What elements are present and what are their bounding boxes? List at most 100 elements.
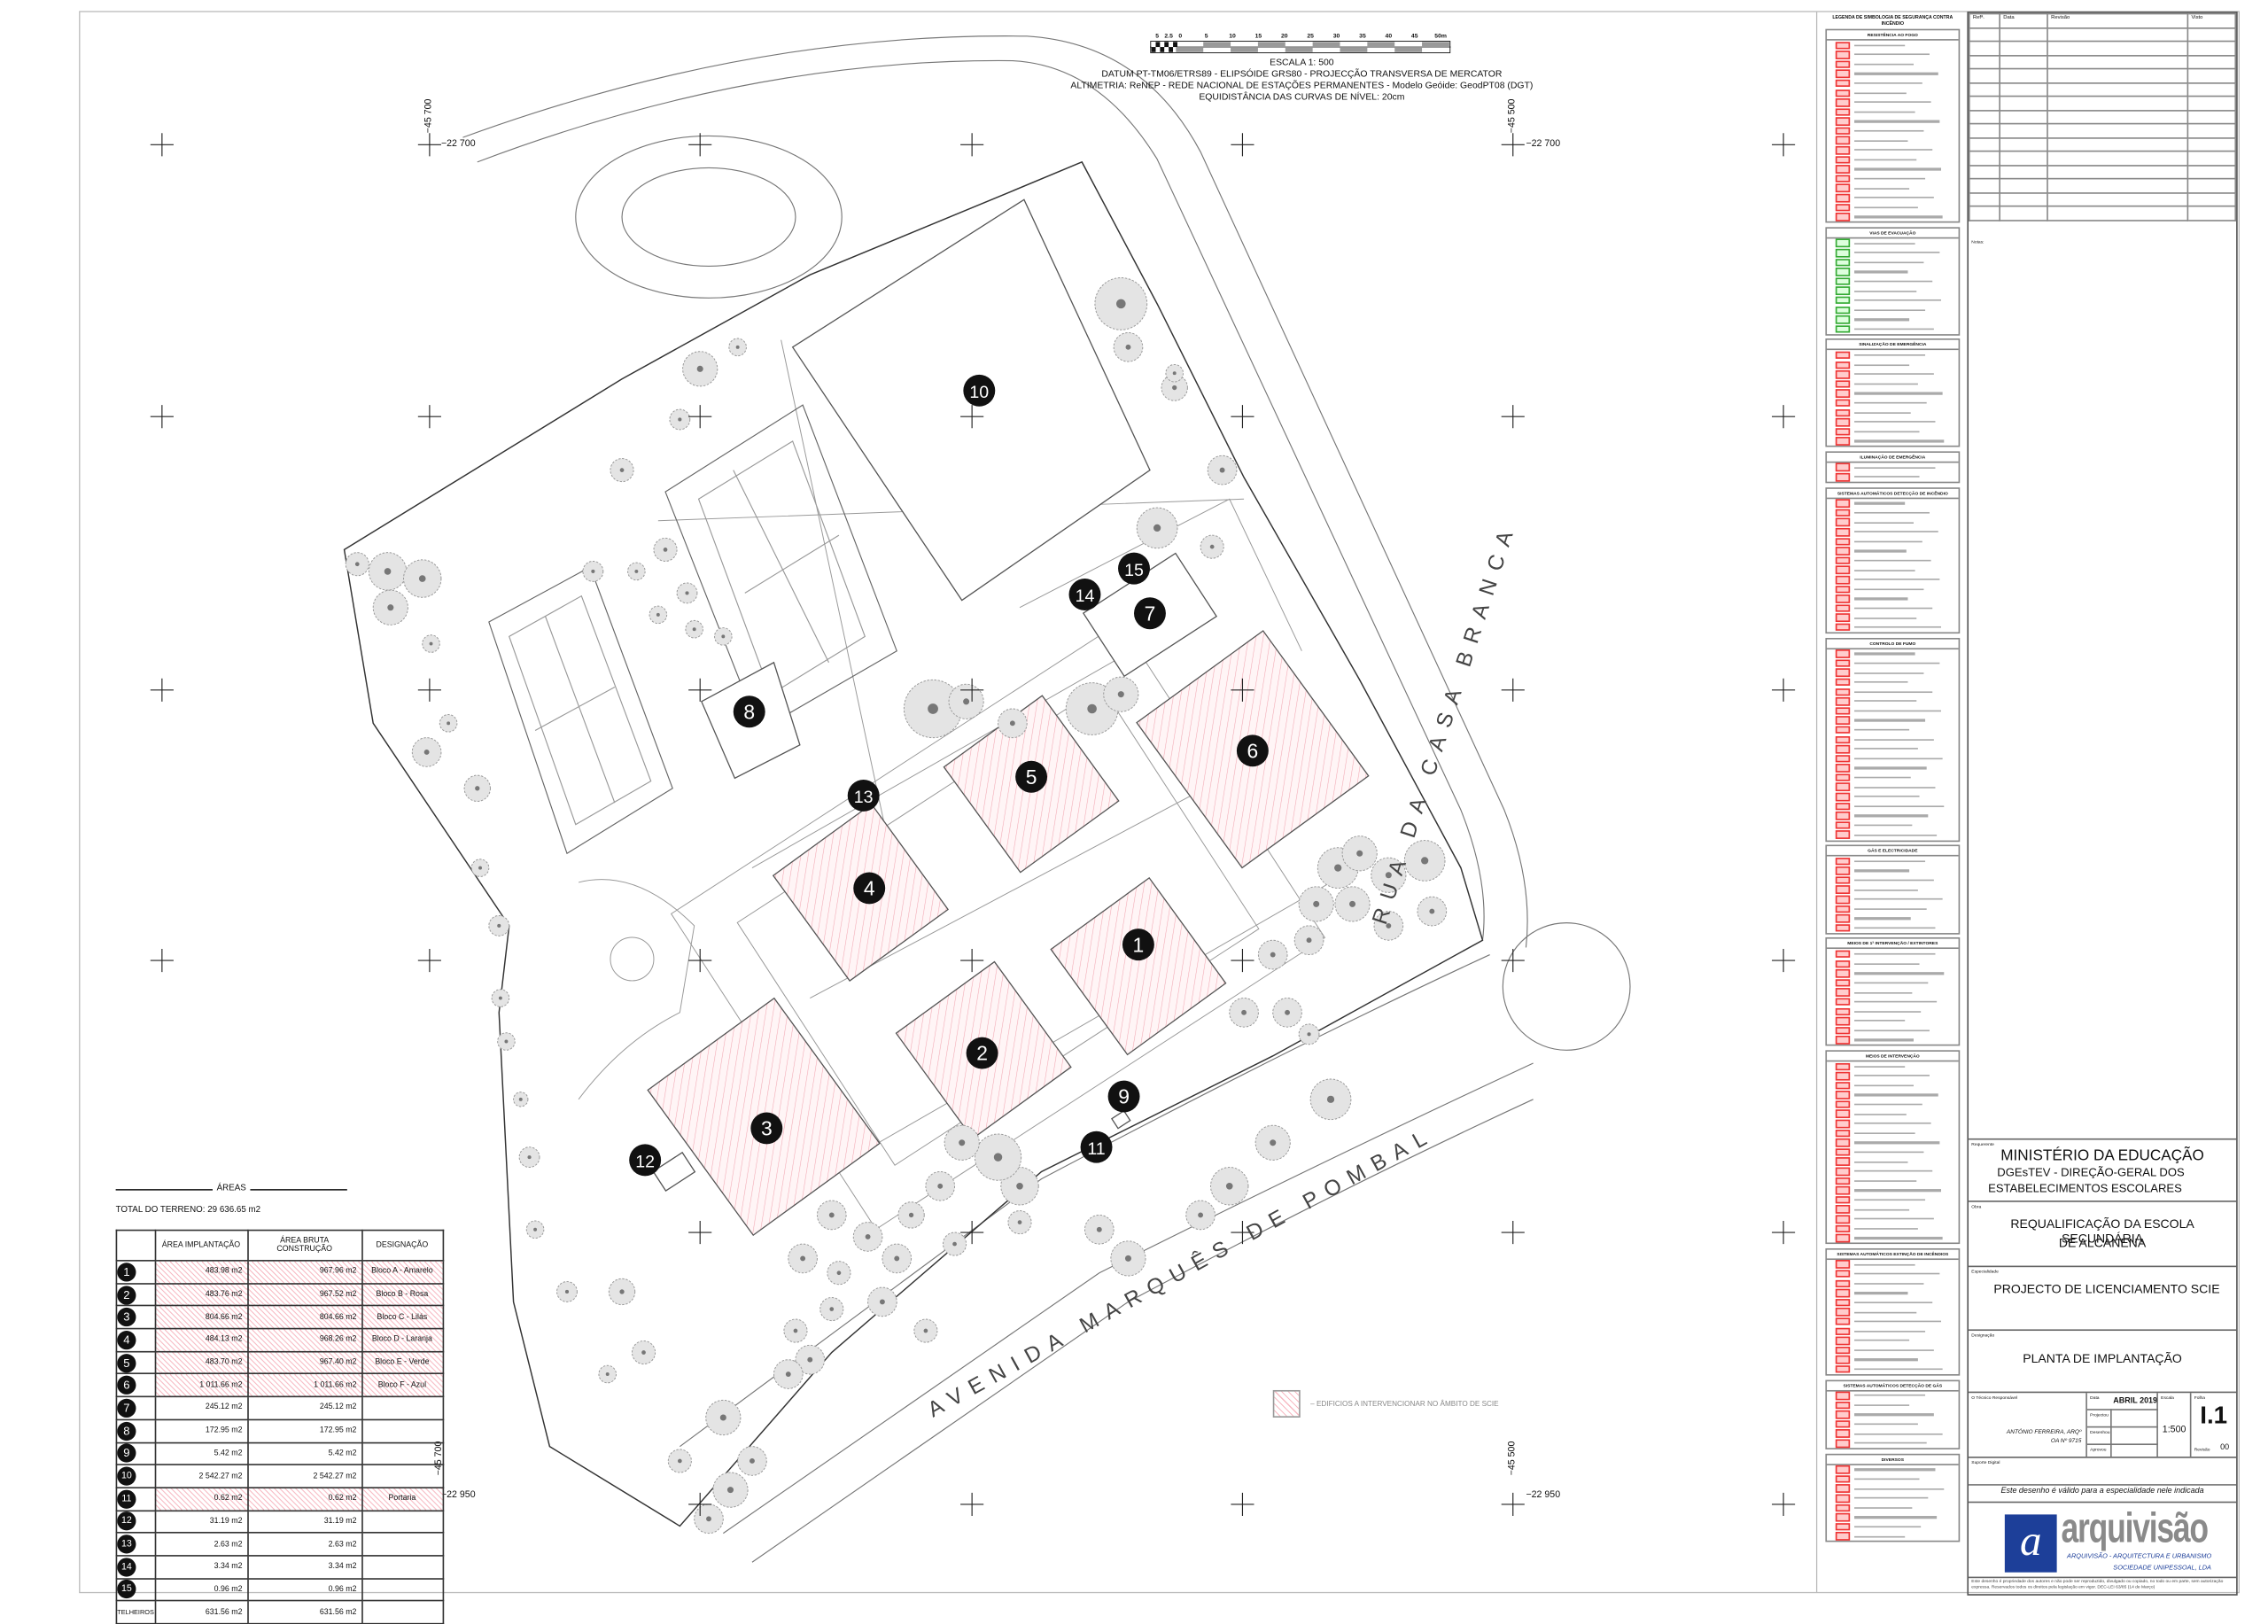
rev-header-visto: Visto bbox=[2186, 12, 2237, 28]
legend-section-title: SISTEMAS AUTOMÁTICOS DETECÇÃO DE INCÊNDI… bbox=[1827, 488, 1959, 499]
grid-cross bbox=[417, 405, 441, 429]
requerente-line-1: MINISTÉRIO DA EDUCAÇÃO bbox=[2000, 1146, 2204, 1165]
grid-cross bbox=[150, 678, 174, 702]
row-id: 8 bbox=[115, 1418, 156, 1443]
legend-item bbox=[1827, 613, 1959, 623]
legend-item bbox=[1827, 1071, 1959, 1081]
row-number-marker: 10 bbox=[117, 1466, 136, 1486]
fire-symbol-icon bbox=[1835, 527, 1851, 536]
row-id: 6 bbox=[115, 1373, 156, 1398]
areas-title: ÁREAS bbox=[115, 1185, 347, 1193]
fire-symbol-icon bbox=[1835, 960, 1851, 968]
building-marker-8: 8 bbox=[733, 695, 765, 728]
technical-section: O Técnico Responsável ANTÓNIO FERREIRA, … bbox=[1969, 1391, 2237, 1457]
legend-item bbox=[1827, 1006, 1959, 1016]
legend-item bbox=[1827, 885, 1959, 895]
grid-cross bbox=[417, 133, 441, 157]
fire-symbol-icon bbox=[1835, 1522, 1851, 1531]
fire-symbol-icon bbox=[1835, 437, 1851, 446]
fire-symbol-icon bbox=[1835, 1346, 1851, 1355]
grid-cross bbox=[1771, 405, 1796, 429]
fire-symbol-icon bbox=[1835, 885, 1851, 894]
legend-item bbox=[1827, 594, 1959, 603]
fire-symbol-icon bbox=[1835, 239, 1851, 248]
fire-symbol-icon bbox=[1835, 876, 1851, 885]
designacao: Bloco F - Azul bbox=[361, 1373, 444, 1398]
fire-symbol-icon bbox=[1835, 499, 1851, 508]
legend-item bbox=[1827, 1522, 1959, 1532]
legend-item bbox=[1827, 923, 1959, 933]
building-marker-label: 10 bbox=[969, 383, 989, 402]
legend-item bbox=[1827, 1026, 1959, 1036]
row-number-marker: 5 bbox=[117, 1353, 136, 1372]
revision-row bbox=[1969, 109, 2237, 125]
grid-cross bbox=[688, 949, 712, 973]
fire-symbol-icon bbox=[1835, 213, 1851, 221]
designacao bbox=[361, 1577, 444, 1602]
area-implantacao: 245.12 m2 bbox=[153, 1395, 249, 1420]
fire-symbol-icon bbox=[1835, 518, 1851, 527]
legend-item bbox=[1827, 351, 1959, 361]
data-label: Data bbox=[2090, 1394, 2100, 1401]
fire-symbol-icon bbox=[1835, 1148, 1851, 1157]
legend-item bbox=[1827, 203, 1959, 213]
revision-row bbox=[1969, 191, 2237, 207]
legend-item bbox=[1827, 1465, 1959, 1474]
requerente-line-3: ESTABELECIMENTOS ESCOLARES bbox=[1988, 1181, 2182, 1195]
legend-item bbox=[1827, 248, 1959, 258]
scale-tick-label: 0 bbox=[1178, 31, 1183, 40]
building-marker-2: 2 bbox=[966, 1037, 998, 1069]
fire-symbol-icon bbox=[1835, 914, 1851, 923]
legend-item bbox=[1827, 1081, 1959, 1091]
area-bruta: 172.95 m2 bbox=[246, 1418, 363, 1443]
grid-cross bbox=[1501, 949, 1525, 973]
fire-symbol-icon bbox=[1835, 716, 1851, 725]
row-id: 9 bbox=[115, 1441, 156, 1466]
col-header-bruta: ÁREA BRUTA CONSTRUÇÃO bbox=[246, 1229, 363, 1262]
scale-tick-label: 45 bbox=[1410, 31, 1418, 40]
fire-symbol-icon bbox=[1835, 978, 1851, 987]
legend-item bbox=[1827, 315, 1959, 324]
fire-symbol-icon bbox=[1835, 1138, 1851, 1147]
hatch-legend: – EDIFICIOS A INTERVENCIONAR NO ÂMBITO D… bbox=[1272, 1389, 1499, 1418]
area-bruta: 804.66 m2 bbox=[246, 1305, 363, 1330]
fire-safety-symbol-legend: LEGENDA DE SIMBOLOGIA DE SEGURANÇA CONTR… bbox=[1825, 14, 1961, 1591]
company-name-2: SOCIEDADE UNIPESSOAL, LDA bbox=[2113, 1563, 2211, 1572]
designacao bbox=[361, 1509, 444, 1535]
area-implantacao: 0.62 m2 bbox=[153, 1487, 249, 1511]
company-logo: a arquivisão ARQUIVISÃO - ARQUITECTURA E… bbox=[1969, 1501, 2237, 1579]
legend-item bbox=[1827, 238, 1959, 248]
row-id: 7 bbox=[115, 1395, 156, 1420]
legend-item bbox=[1827, 978, 1959, 988]
escala-label: Escala bbox=[2161, 1394, 2174, 1401]
legend-item bbox=[1827, 764, 1959, 773]
revision-row bbox=[1969, 54, 2237, 70]
area-bruta: 1 011.66 m2 bbox=[246, 1373, 363, 1398]
designacao-section: Designação PLANTA DE IMPLANTAÇÃO bbox=[1969, 1329, 2237, 1391]
legend-item bbox=[1827, 389, 1959, 399]
grid-label-east-left-top: −45 700 bbox=[423, 98, 434, 134]
fire-symbol-icon bbox=[1835, 463, 1851, 472]
row-id: 12 bbox=[115, 1509, 156, 1535]
designacao: Bloco C - Lilás bbox=[361, 1305, 444, 1330]
fire-symbol-icon bbox=[1835, 98, 1851, 107]
legend-item bbox=[1827, 472, 1959, 482]
area-implantacao: 483.70 m2 bbox=[153, 1350, 249, 1375]
grid-cross bbox=[417, 949, 441, 973]
fire-symbol-icon bbox=[1835, 649, 1851, 658]
legend-section-title: VIAS DE EVACUAÇÃO bbox=[1827, 229, 1959, 239]
scale-tick-label: 5 bbox=[1155, 31, 1160, 40]
grid-cross bbox=[1771, 678, 1796, 702]
row-number-marker: 12 bbox=[117, 1511, 136, 1532]
grid-cross bbox=[1231, 1492, 1254, 1517]
revisao-value: 00 bbox=[2220, 1443, 2230, 1453]
building-marker-3: 3 bbox=[750, 1112, 783, 1145]
fire-symbol-icon bbox=[1835, 895, 1851, 904]
grid-cross bbox=[1231, 678, 1254, 702]
fire-symbol-icon bbox=[1835, 427, 1851, 436]
fire-symbol-icon bbox=[1835, 306, 1851, 315]
